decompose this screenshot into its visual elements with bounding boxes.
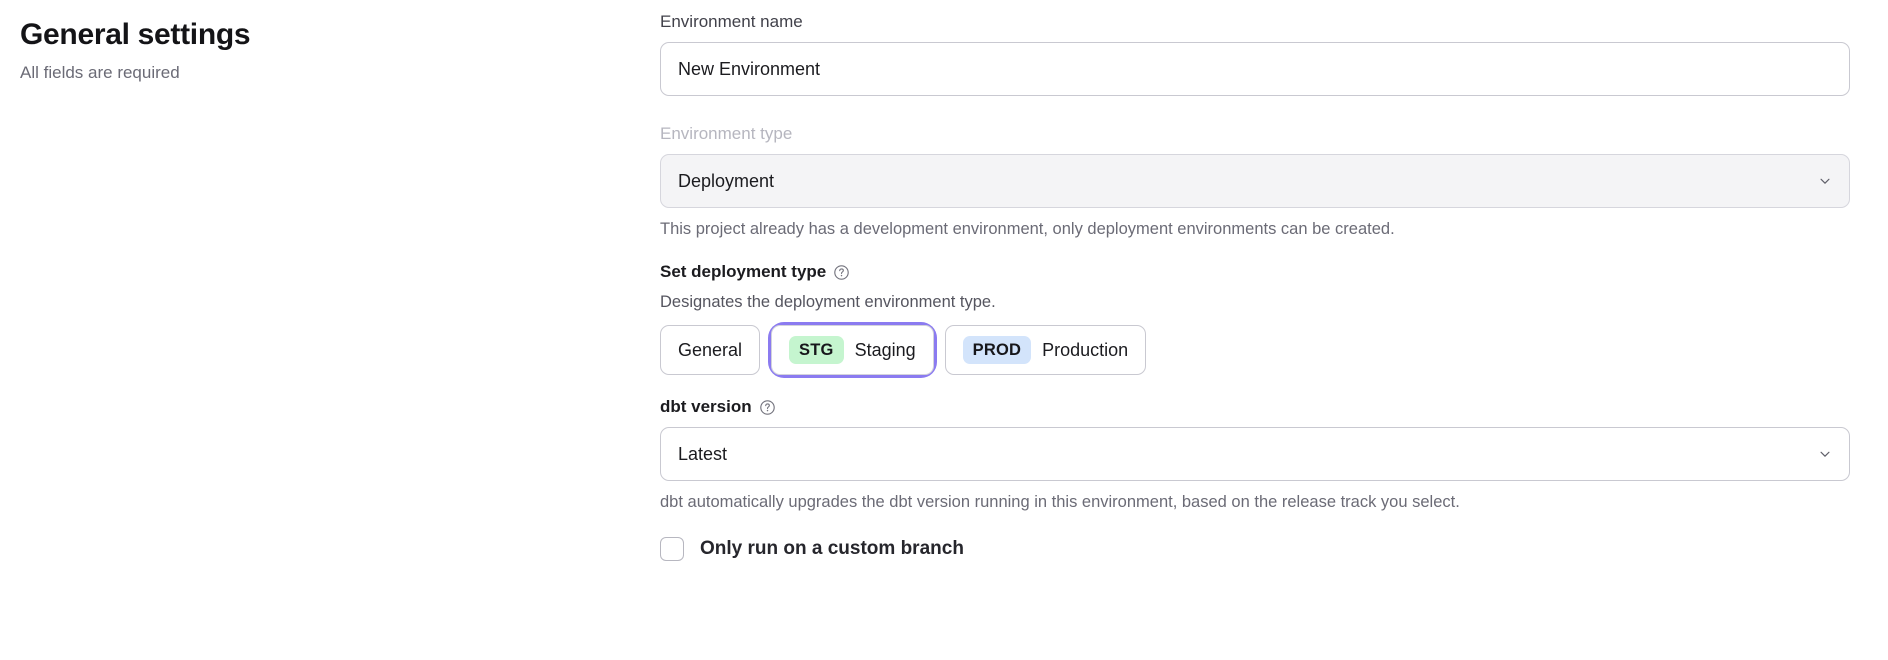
environment-type-hint: This project already has a development e… [660, 220, 1395, 238]
environment-name-label: Environment name [660, 12, 803, 31]
dbt-version-label-row: dbt version [660, 395, 1850, 419]
field-deployment-type: Set deployment type Designates the deplo… [660, 260, 1850, 375]
deployment-type-option-general-wrap: General [660, 325, 761, 375]
help-circle-icon[interactable] [759, 399, 776, 416]
field-environment-type: Environment type Deployment This project… [660, 122, 1850, 240]
deployment-type-option-production-wrap: PROD Production [944, 325, 1147, 375]
environment-type-value: Deployment [678, 171, 775, 191]
custom-branch-label[interactable]: Only run on a custom branch [700, 538, 964, 559]
deployment-type-option-production-label: Production [1042, 340, 1129, 360]
deployment-type-option-general-label: General [678, 340, 743, 360]
custom-branch-checkbox[interactable] [660, 537, 684, 561]
deployment-type-option-general[interactable]: General [660, 325, 761, 375]
chevron-down-icon [1817, 446, 1833, 462]
staging-badge: STG [789, 336, 844, 364]
spacer [660, 240, 1850, 260]
production-badge: PROD [962, 336, 1032, 364]
settings-header-column: General settings All fields are required [0, 0, 660, 85]
dbt-version-value: Latest [678, 444, 728, 464]
deployment-type-label-row: Set deployment type [660, 260, 1850, 284]
dbt-version-select[interactable]: Latest [660, 427, 1850, 481]
help-circle-icon[interactable] [833, 264, 850, 281]
deployment-type-option-group: General STG Staging PROD Production [660, 325, 1850, 375]
deployment-type-option-staging-wrap: STG Staging [771, 325, 934, 375]
deployment-type-option-staging[interactable]: STG Staging [771, 325, 934, 375]
custom-branch-row: Only run on a custom branch [660, 537, 1850, 561]
environment-name-input[interactable] [660, 42, 1850, 96]
deployment-type-description: Designates the deployment environment ty… [660, 293, 996, 311]
environment-type-select[interactable]: Deployment [660, 154, 1850, 208]
dbt-version-hint: dbt automatically upgrades the dbt versi… [660, 493, 1460, 511]
page-subtitle: All fields are required [20, 63, 180, 82]
deployment-type-label: Set deployment type [660, 262, 827, 281]
field-environment-name: Environment name [660, 10, 1850, 96]
environment-type-label: Environment type [660, 124, 793, 143]
field-dbt-version: dbt version Latest dbt automatica [660, 395, 1850, 513]
chevron-down-icon [1817, 173, 1833, 189]
spacer [660, 375, 1850, 395]
settings-form: Environment name Environment type Deploy… [660, 0, 1888, 561]
deployment-type-option-staging-label: Staging [854, 340, 916, 360]
spacer [660, 96, 1850, 122]
deployment-type-option-production[interactable]: PROD Production [944, 325, 1147, 375]
dbt-version-label: dbt version [660, 397, 752, 416]
page-title: General settings [20, 18, 251, 51]
